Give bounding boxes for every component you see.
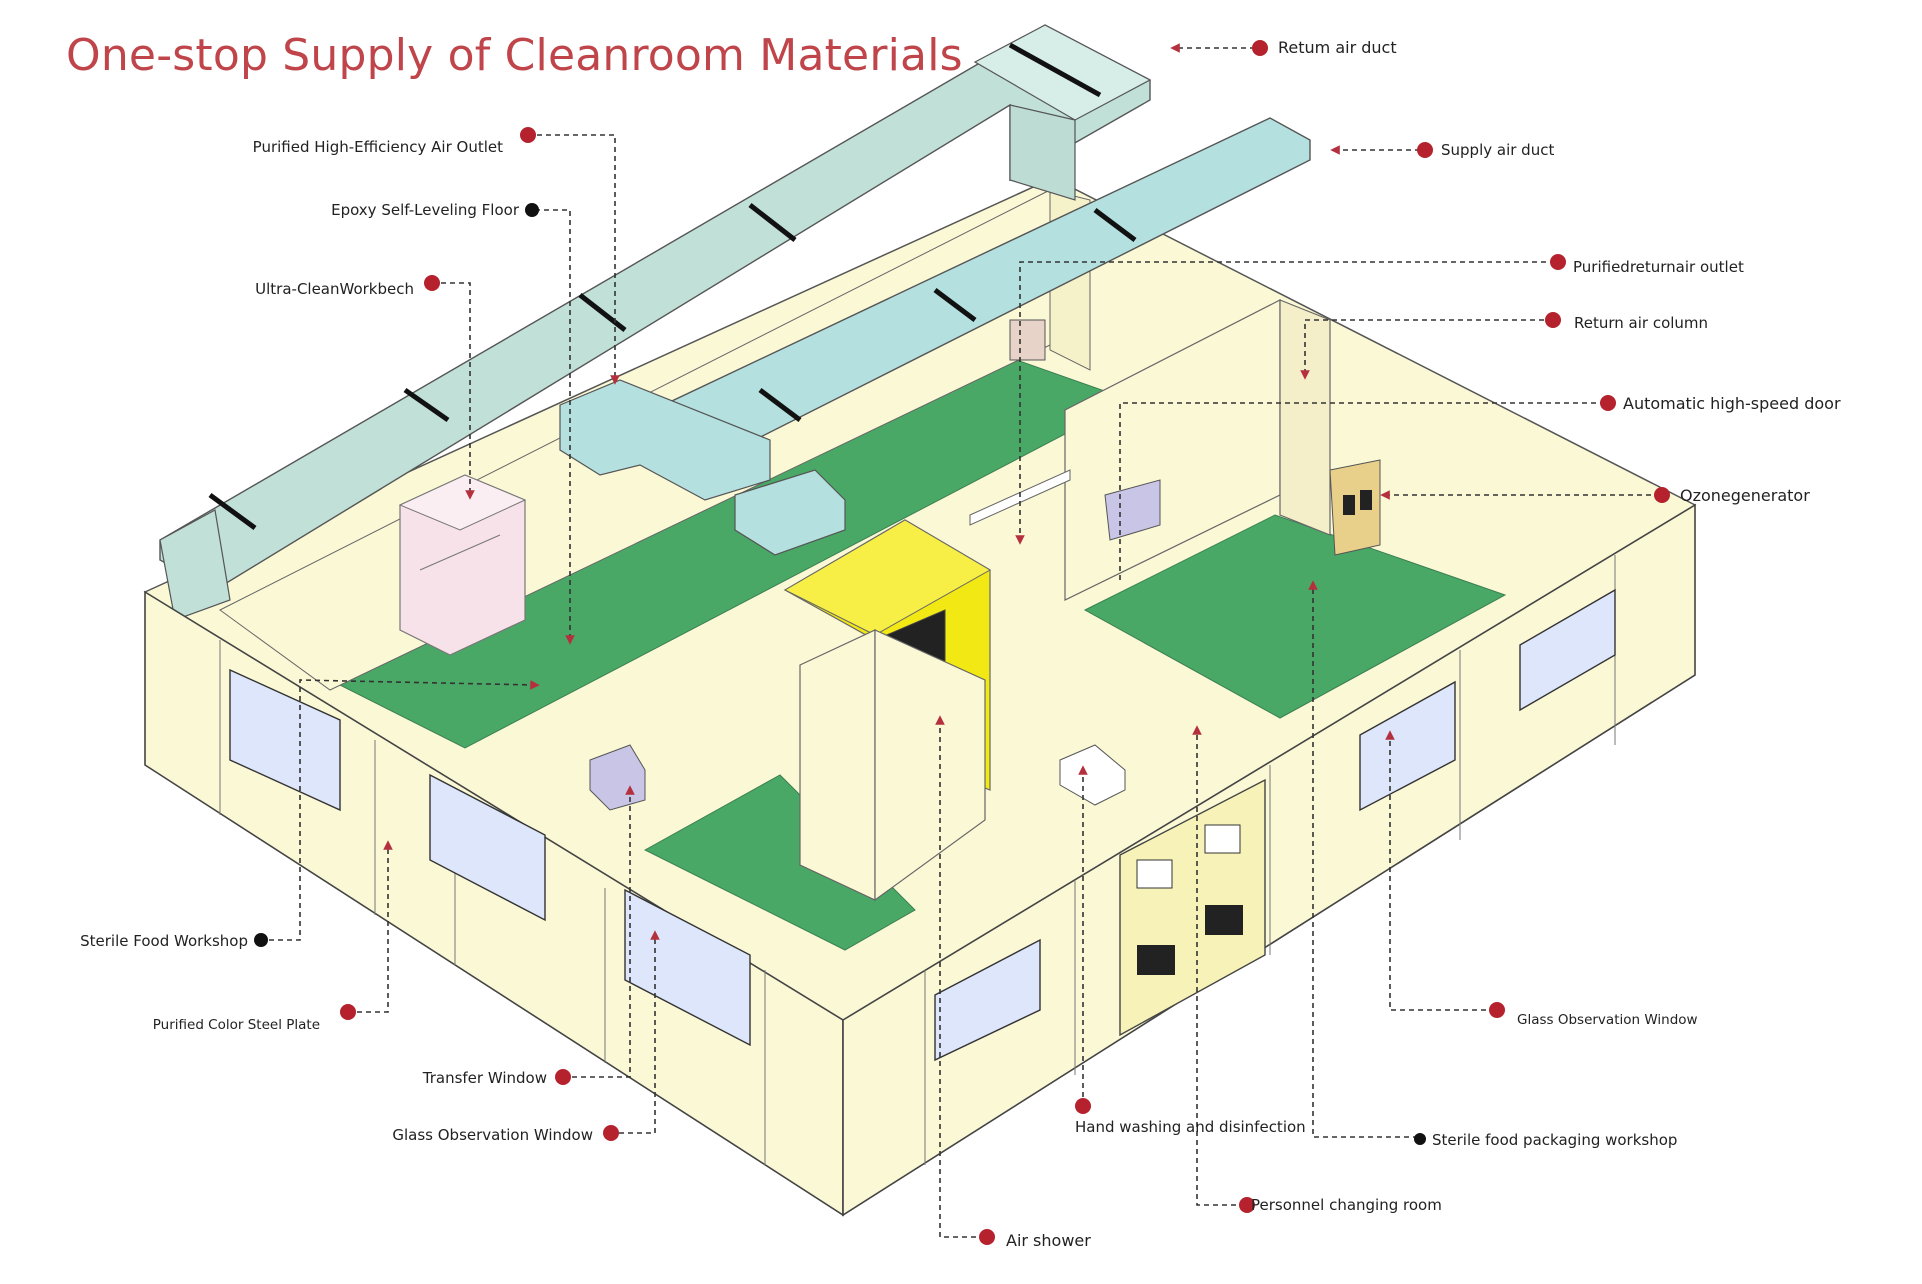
label-epoxy-floor: Epoxy Self-Leveling Floor (331, 201, 520, 219)
door-panel-right (1205, 905, 1243, 935)
label-return-column: Return air column (1574, 314, 1708, 332)
label-ozone: Ozonegenerator (1680, 486, 1810, 505)
label-transfer-window: Transfer Window (422, 1069, 547, 1087)
dot-ultra-clean (424, 275, 440, 291)
ductwork (159, 24, 1311, 621)
label-return-air-duct: Retum air duct (1278, 38, 1397, 57)
callout-leaders (260, 43, 1660, 1238)
label-color-steel: Purified Color Steel Plate (153, 1017, 320, 1033)
return-air-grille (1009, 319, 1046, 361)
partition-wall-column (1279, 299, 1331, 536)
supply-clamps (758, 208, 1137, 422)
observation-window-4 (934, 938, 1041, 1062)
observation-window-5 (1359, 680, 1456, 812)
dot-changing-room (1239, 1197, 1255, 1213)
door-panel-left (1137, 945, 1175, 975)
label-changing-room: Personnel changing room (1251, 1196, 1442, 1214)
observation-window-6 (1519, 588, 1616, 712)
observation-window-2 (429, 773, 546, 922)
supply-air-duct-branch (559, 379, 771, 501)
outer-walls (144, 503, 1696, 1217)
label-high-speed-door: Automatic high-speed door (1623, 394, 1841, 413)
changing-room-front (874, 629, 986, 902)
label-packaging: Sterile food packaging workshop (1432, 1131, 1677, 1149)
dot-transfer-window (555, 1069, 571, 1085)
label-purified-outlet: Purified High-Efficiency Air Outlet (253, 138, 503, 156)
dot-purified-return (1550, 254, 1566, 270)
label-air-shower: Air shower (1006, 1231, 1091, 1250)
dot-sterile-workshop (254, 933, 268, 947)
dot-hand-washing (1075, 1098, 1091, 1114)
dot-ozone (1654, 487, 1670, 503)
callout-dots (254, 40, 1670, 1245)
green-floor-front (643, 774, 916, 951)
dot-return-air-duct (1252, 40, 1268, 56)
door-window-left (1136, 859, 1173, 889)
right-outer-wall (842, 503, 1696, 1217)
duct-clamps (208, 42, 1102, 531)
return-air-duct-down-left (159, 509, 231, 621)
observation-window-3 (624, 888, 751, 1047)
dot-air-shower (979, 1229, 995, 1245)
hand-wash-sink (1059, 744, 1126, 806)
label-hand-washing: Hand washing and disinfection (1075, 1118, 1306, 1136)
page-title: One-stop Supply of Cleanroom Materials (66, 30, 963, 81)
dot-purified-outlet (520, 127, 536, 143)
dot-epoxy-floor (525, 203, 539, 217)
wall-transfer-box (1104, 479, 1161, 541)
dot-high-speed-door (1600, 395, 1616, 411)
label-supply-air-duct: Supply air duct (1441, 141, 1554, 159)
label-glass-window-right: Glass Observation Window (1517, 1012, 1698, 1028)
label-ultra-clean: Ultra-CleanWorkbech (255, 280, 414, 298)
changing-room-block (799, 629, 876, 901)
dot-glass-window-left (603, 1125, 619, 1141)
label-purified-return: Purifiedreturnair outlet (1573, 258, 1744, 276)
supply-air-outlet-box (734, 469, 846, 556)
observation-window-1 (229, 668, 341, 812)
dot-packaging (1414, 1133, 1426, 1145)
dot-glass-window-right (1489, 1002, 1505, 1018)
return-air-duct-drop (1009, 104, 1076, 201)
label-sterile-workshop: Sterile Food Workshop (80, 932, 248, 950)
ozone-generator-box (1329, 459, 1381, 556)
dot-return-column (1545, 312, 1561, 328)
callout-labels: Retum air duct Supply air duct Purified … (80, 38, 1841, 1250)
door-window-right (1204, 824, 1241, 854)
green-floor-right (1083, 514, 1507, 719)
label-glass-window-left: Glass Observation Window (392, 1126, 593, 1144)
dot-supply-air-duct (1417, 142, 1433, 158)
return-air-duct (159, 24, 1151, 591)
dot-color-steel (340, 1004, 356, 1020)
wall-lamp (969, 469, 1071, 526)
ultra-clean-workbench (398, 474, 527, 656)
